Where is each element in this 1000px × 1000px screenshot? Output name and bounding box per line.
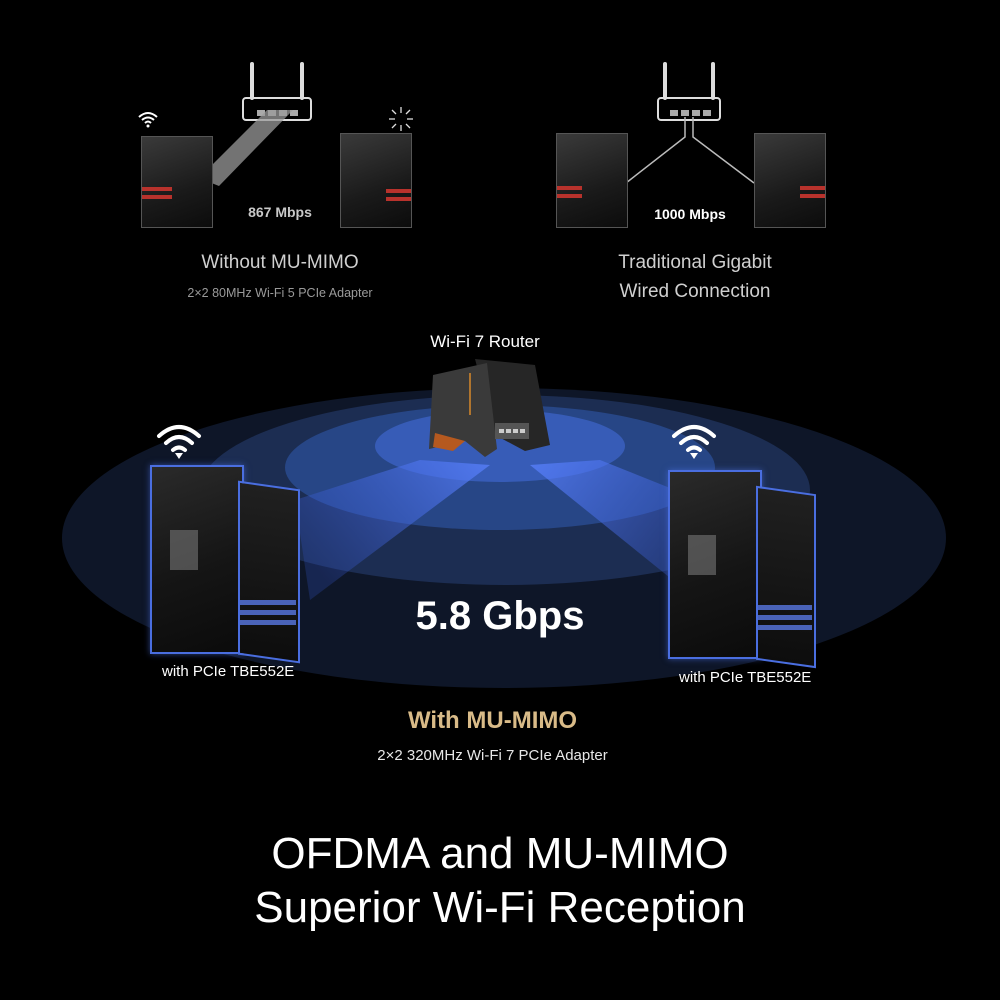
speed-value: 867 Mbps — [248, 204, 312, 220]
router-label: Wi-Fi 7 Router — [430, 332, 540, 351]
panel-title-line2: Wired Connection — [619, 281, 771, 302]
pcie-adapter-image — [688, 535, 716, 575]
cable-beam — [199, 110, 293, 186]
ethernet-cables — [625, 117, 755, 184]
wifi-icon — [138, 112, 158, 128]
panel-title: Without MU-MIMO — [201, 252, 359, 273]
pcie-adapter-image — [170, 530, 198, 570]
left-pc-label: with PCIe TBE552E — [162, 663, 295, 680]
right-pc-label: with PCIe TBE552E — [679, 669, 812, 686]
desktop-pc-left — [556, 133, 628, 228]
no-signal-icon — [389, 107, 413, 131]
desktop-pc-left — [141, 136, 213, 228]
diagram-title: With MU-MIMO — [407, 707, 578, 734]
headline-line1: OFDMA and MU-MIMO — [271, 829, 729, 878]
desktop-pc-right — [340, 133, 412, 228]
signal-beams — [295, 460, 725, 610]
wifi-icon — [672, 425, 716, 459]
headline-line2: Superior Wi-Fi Reception — [254, 883, 746, 932]
desktop-pc-right — [754, 133, 826, 228]
router-icon — [657, 62, 721, 121]
speed-value: 5.8 Gbps — [415, 594, 585, 638]
diagram-subtitle: 2×2 320MHz Wi-Fi 7 PCIe Adapter — [377, 747, 608, 764]
headline: OFDMA and MU-MIMO Superior Wi-Fi Recepti… — [0, 827, 1000, 935]
speed-value: 1000 Mbps — [654, 206, 726, 222]
panel-title-line1: Traditional Gigabit — [618, 252, 772, 273]
wifi-icon — [157, 425, 201, 459]
wifi7-router-image — [429, 359, 550, 457]
panel-subtitle: 2×2 80MHz Wi-Fi 5 PCIe Adapter — [187, 286, 373, 300]
